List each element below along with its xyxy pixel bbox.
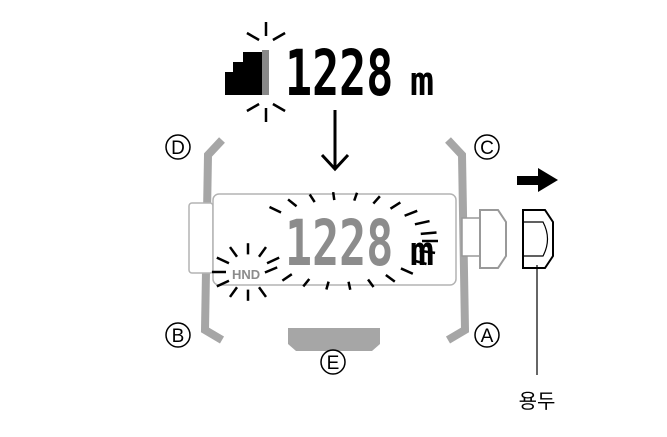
blink-mark (257, 246, 268, 258)
blink-mark (268, 205, 282, 214)
svg-text:B: B (172, 326, 185, 347)
blink-mark (412, 259, 427, 266)
button-d-label[interactable]: D (165, 134, 191, 160)
blink-mark (308, 193, 316, 203)
blink-mark (257, 286, 268, 298)
crown-label: 용두 (519, 389, 556, 413)
crown-pulled-out (522, 209, 554, 269)
display-altitude-value: 1228 (285, 206, 393, 280)
blink-mark (400, 267, 414, 275)
right-arrow-icon (517, 168, 558, 192)
blink-mark (404, 209, 418, 217)
blink-mark (353, 192, 359, 202)
blink-mark (325, 281, 330, 290)
top-altitude-value: 1228 (285, 36, 393, 110)
button-e-bar[interactable] (288, 328, 380, 351)
blink-mark (414, 219, 430, 226)
down-arrow-icon (320, 110, 350, 172)
svg-text:D: D (171, 138, 185, 159)
display-altitude-unit: m (410, 229, 434, 275)
button-e-label[interactable]: E (320, 349, 346, 375)
blink-mark (302, 278, 311, 288)
blink-marks-display (212, 191, 438, 301)
blink-mark (281, 273, 293, 282)
blink-mark (372, 195, 381, 205)
blink-mark (272, 31, 286, 42)
crown-pulled-out-detail (523, 221, 549, 257)
blink-mark (385, 273, 396, 283)
top-altitude-unit: m (410, 59, 434, 105)
left-side-guard (188, 202, 214, 274)
svg-text:E: E (327, 353, 340, 374)
blink-mark (420, 231, 437, 236)
blink-mark (389, 201, 402, 210)
blink-mark (246, 31, 260, 42)
blink-mark (216, 256, 230, 265)
svg-text:C: C (480, 138, 494, 159)
blink-mark (216, 279, 230, 288)
blink-mark (272, 102, 286, 113)
crown[interactable] (461, 209, 507, 269)
signal-bars-icon (225, 50, 269, 95)
blink-mark (266, 256, 280, 265)
blink-mark (347, 281, 352, 290)
blink-marks-top (246, 22, 286, 122)
button-a-label[interactable]: A (474, 322, 500, 348)
button-b-label[interactable]: B (165, 322, 191, 348)
svg-text:A: A (481, 326, 494, 347)
blink-mark (367, 278, 375, 288)
blink-mark (419, 249, 436, 255)
blink-mark (228, 246, 239, 258)
button-c-label[interactable]: C (474, 134, 500, 160)
blink-mark (228, 286, 239, 298)
blink-mark (246, 102, 260, 113)
blink-mark (287, 198, 298, 208)
blink-mark (264, 266, 278, 274)
blink-mark (331, 191, 336, 201)
mode-indicator-hnd: HND (232, 267, 260, 282)
